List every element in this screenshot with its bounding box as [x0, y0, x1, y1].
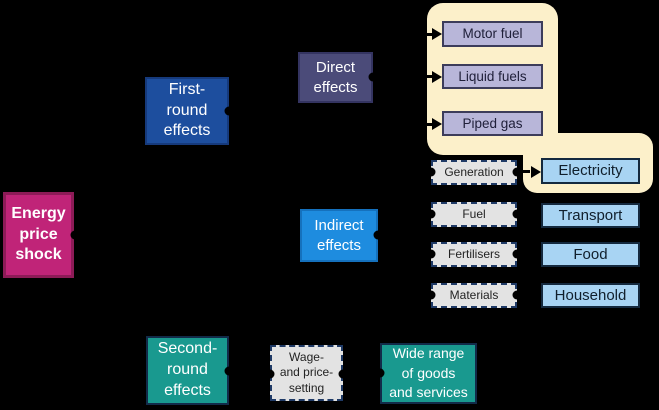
connector-dot: [224, 366, 234, 376]
connector-dot: [426, 249, 436, 259]
connector-dot: [70, 230, 80, 240]
arrow-right-icon: [432, 118, 442, 130]
connector-dot: [426, 209, 436, 219]
node-energy-price-shock: Energy price shock: [3, 192, 74, 278]
node-fertilisers: Fertilisers: [431, 242, 517, 267]
connector-dot: [426, 167, 436, 177]
node-wide-range-goods-services: Wide range of goods and services: [380, 343, 477, 404]
node-second-round-effects: Second- round effects: [146, 336, 229, 405]
connector-dot: [426, 290, 436, 300]
connector-dot: [224, 106, 234, 116]
arrow-stem: [427, 122, 434, 126]
node-wage-and-price-setting: Wage- and price- setting: [270, 345, 343, 401]
connector-dot: [375, 368, 385, 378]
node-fuel: Fuel: [431, 202, 517, 227]
node-direct-effects: Direct effects: [298, 52, 373, 103]
connector-dot: [512, 167, 522, 177]
node-piped-gas: Piped gas: [442, 111, 543, 136]
connector-dot: [368, 72, 378, 82]
arrow-right-icon: [531, 165, 541, 178]
node-transport: Transport: [541, 203, 640, 228]
node-household: Household: [541, 283, 640, 308]
node-indirect-effects: Indirect effects: [300, 209, 378, 262]
connector-dot: [373, 230, 383, 240]
node-first-round-effects: First- round effects: [145, 77, 229, 145]
node-food: Food: [541, 242, 640, 267]
connector-dot: [512, 209, 522, 219]
arrow-right-icon: [432, 28, 442, 40]
arrow-stem: [523, 170, 530, 173]
arrow-stem: [427, 75, 434, 78]
node-electricity: Electricity: [541, 158, 640, 184]
connector-dot: [512, 249, 522, 259]
arrow-right-icon: [432, 70, 442, 83]
connector-dot: [512, 290, 522, 300]
node-motor-fuel: Motor fuel: [442, 21, 543, 47]
node-materials: Materials: [431, 283, 517, 308]
connector-dot: [265, 369, 275, 379]
node-liquid-fuels: Liquid fuels: [442, 64, 543, 89]
node-generation: Generation: [431, 160, 517, 185]
connector-dot: [338, 369, 348, 379]
arrow-stem: [427, 32, 434, 36]
